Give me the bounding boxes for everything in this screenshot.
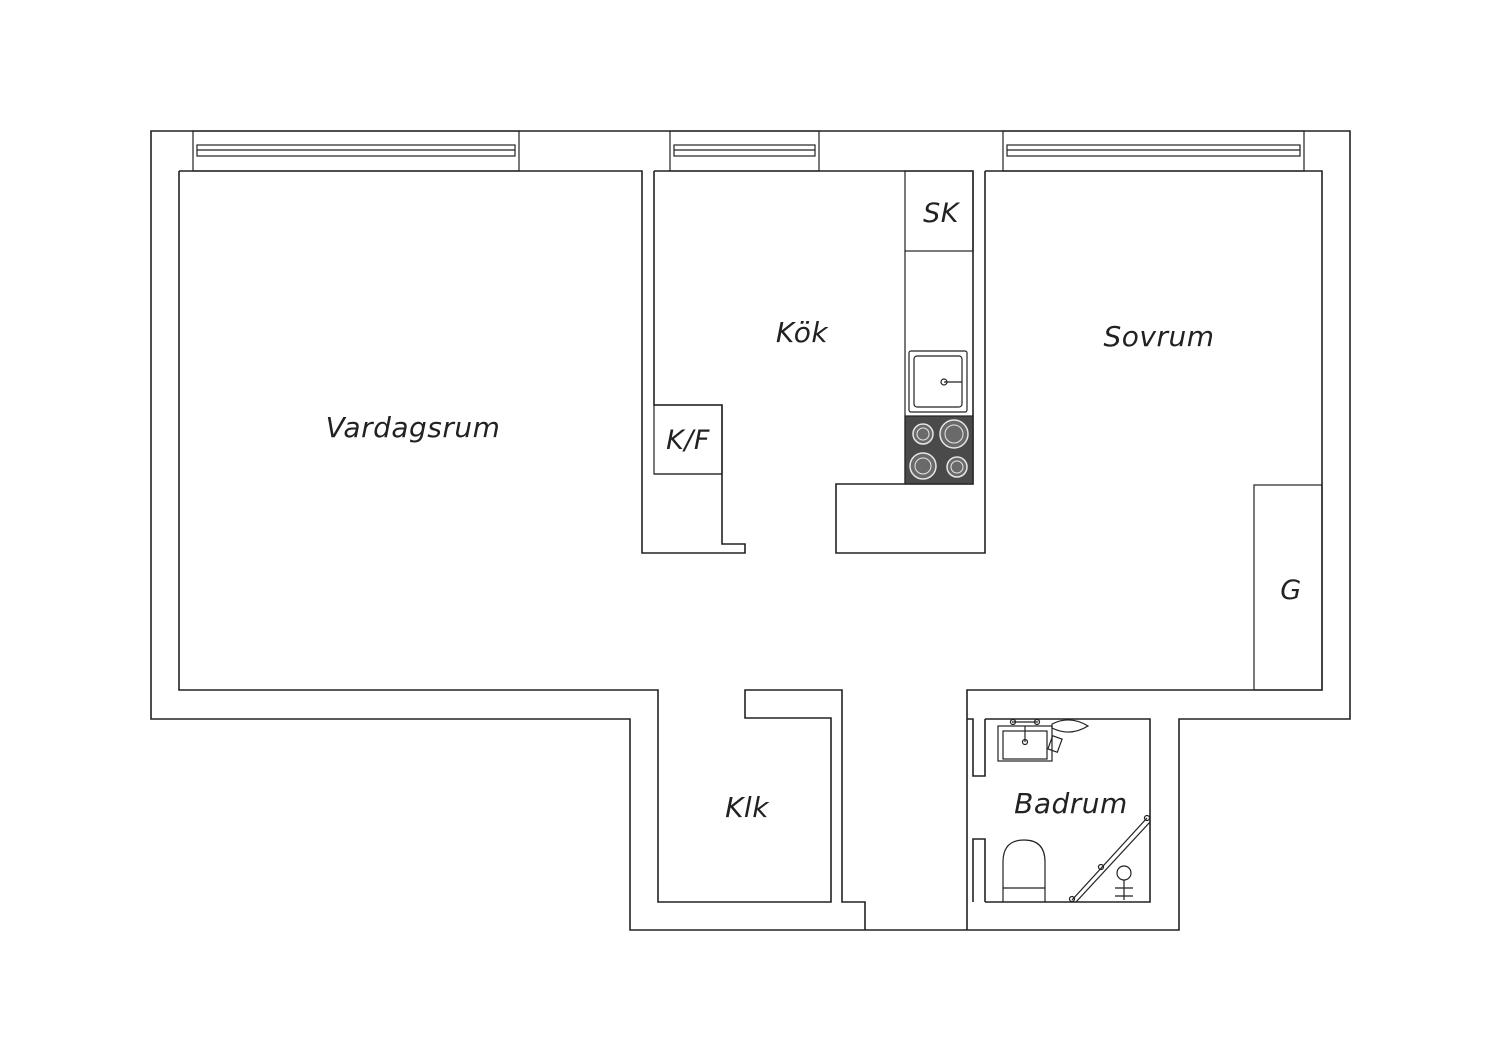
fixture-label-wardrobe: G	[1280, 575, 1301, 606]
fixture-label-fridge-freezer: K/F	[666, 425, 710, 456]
washbasin-icon	[997, 718, 1053, 762]
stove-icon	[904, 415, 974, 485]
cabinet-unit	[904, 170, 974, 252]
fixture-label-cabinet: SK	[923, 198, 961, 229]
outer-wall	[150, 130, 1351, 931]
shower-icon	[1068, 814, 1151, 903]
wardrobe-unit	[1253, 484, 1323, 691]
window-kitchen	[669, 130, 820, 172]
sink-icon	[908, 350, 968, 413]
room-label-closet: Klk	[725, 791, 770, 824]
room-label-living: Vardagsrum	[326, 411, 501, 444]
room-label-bathroom: Badrum	[1014, 787, 1128, 820]
window-living	[192, 130, 520, 172]
toilet-icon	[1002, 839, 1046, 902]
towel-hook-icon	[1047, 719, 1090, 754]
bathroom-wall	[967, 718, 1151, 903]
room-label-kitchen: Kök	[776, 316, 829, 349]
window-bedroom	[1002, 130, 1305, 172]
room-label-bedroom: Sovrum	[1103, 320, 1214, 353]
